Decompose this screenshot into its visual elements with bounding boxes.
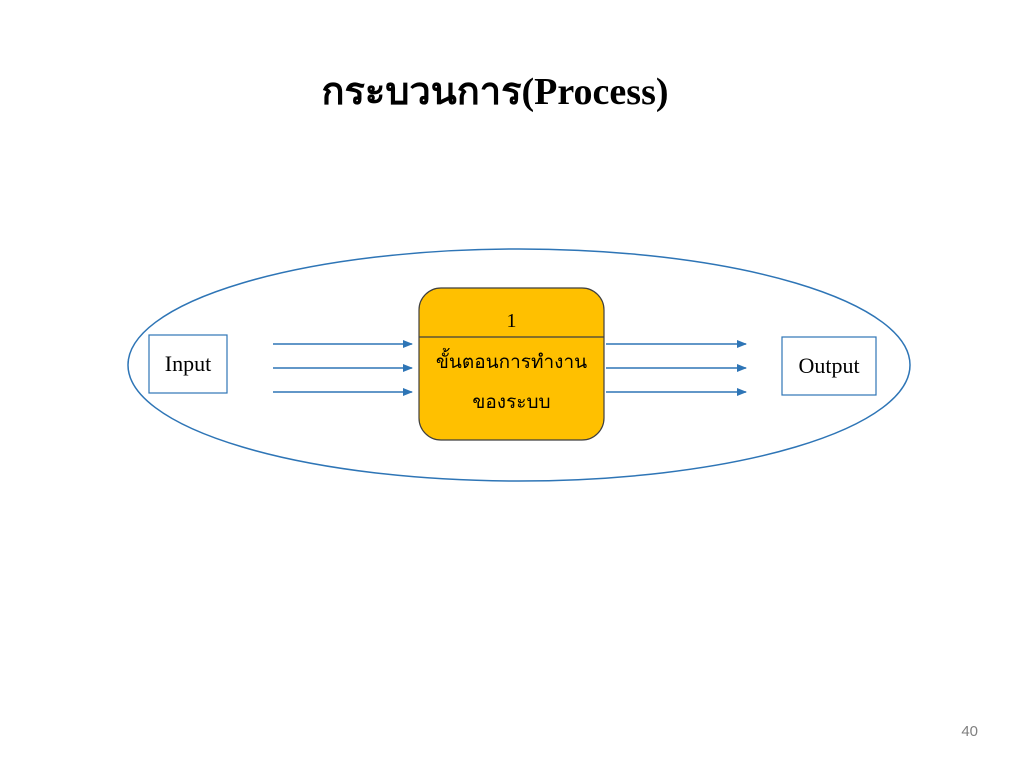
process-description: ขั้นตอนการทำงาน ของระบบ	[419, 342, 604, 422]
slide-title: กระบวนการ(Process)	[321, 71, 669, 113]
process-description-line1: ขั้นตอนการทำงาน	[435, 351, 588, 373]
system-boundary-ellipse	[127, 248, 911, 482]
process-description-line2: ของระบบ	[472, 391, 551, 413]
output-label: Output	[798, 353, 860, 378]
process-id: 1	[506, 310, 517, 332]
page-number: 40	[961, 723, 978, 740]
process-box	[418, 287, 605, 441]
output-box	[781, 336, 877, 396]
input-box	[148, 334, 228, 394]
input-label: Input	[164, 351, 212, 376]
